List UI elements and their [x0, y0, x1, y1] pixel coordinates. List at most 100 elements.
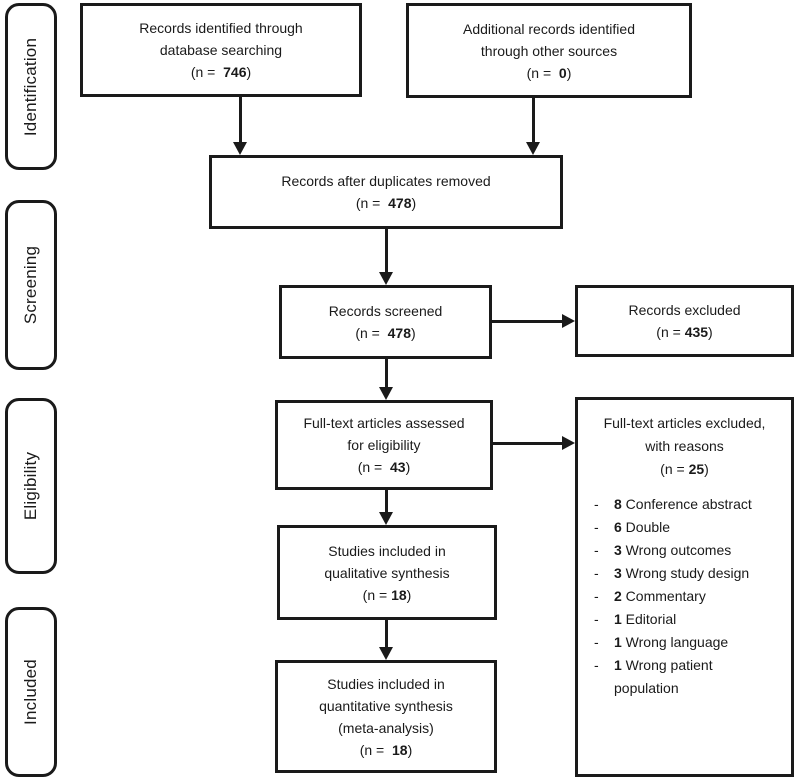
n-value: 478	[387, 325, 411, 341]
box-records-excluded: Records excluded (n = 435)	[575, 285, 794, 357]
box-text-line: Additional records identified	[463, 20, 635, 37]
arrow-head	[379, 272, 393, 285]
reason-label: Wrong study design	[621, 565, 750, 581]
n-count-line: (n = 25)	[578, 458, 791, 481]
reason-label: Editorial	[621, 611, 677, 627]
stage-label-screening: Screening	[21, 245, 41, 325]
reason-label: Wrong outcomes	[621, 542, 732, 558]
reason-label: Wrong patient population	[614, 657, 713, 696]
arrow-fulltext-to-qualitative	[379, 490, 393, 525]
arrow-head	[233, 142, 247, 155]
box-text-line: for eligibility	[347, 437, 421, 453]
reason-label: Commentary	[621, 588, 706, 604]
n-value: 435	[684, 324, 709, 340]
arrow-head	[379, 512, 393, 525]
reason-label: Wrong language	[621, 634, 729, 650]
n-prefix: (n =	[362, 586, 392, 603]
box-text-line: Studies included in	[328, 542, 446, 559]
list-bullet: -	[594, 519, 599, 535]
box-text-line: Studies included in	[327, 675, 445, 692]
arrow-duplicates-to-screened	[379, 229, 393, 285]
reason-count: 6	[614, 519, 622, 535]
reason-count: 3	[614, 565, 622, 581]
box-fulltext-assessed: Full-text articles assessed for eligibil…	[275, 400, 493, 490]
stage-label-included: Included	[21, 659, 40, 725]
list-bullet: -	[594, 657, 599, 673]
n-suffix: )	[410, 325, 416, 341]
reason-text: 3 Wrong study design	[614, 562, 785, 585]
n-suffix: )	[406, 586, 412, 603]
list-item: -8 Conference abstract	[594, 493, 785, 516]
n-suffix: )	[411, 195, 417, 211]
box-records-screened: Records screened (n = 478)	[279, 285, 492, 359]
arrow-shaft	[384, 620, 388, 649]
arrow-screened-to-fulltext	[379, 359, 393, 400]
n-suffix: )	[246, 64, 252, 80]
arrow-shaft	[493, 441, 564, 445]
box-text-line: Records excluded	[628, 302, 741, 318]
n-suffix: )	[708, 324, 713, 340]
n-count-line: (n = 435)	[578, 321, 791, 343]
arrow-shaft	[384, 229, 388, 274]
n-value: 478	[388, 195, 412, 211]
n-prefix: (n =	[357, 459, 391, 475]
box-text-line: through other sources	[480, 42, 618, 59]
n-prefix: (n =	[355, 325, 388, 341]
box-fulltext-excluded-reasons: Full-text articles excluded, with reason…	[575, 397, 794, 777]
reason-count: 1	[614, 657, 622, 673]
reason-count: 1	[614, 634, 622, 650]
n-value: 0	[558, 64, 567, 81]
arrow-shaft	[492, 319, 564, 323]
list-item: -6 Double	[594, 516, 785, 539]
list-bullet: -	[594, 611, 599, 627]
list-item: -1 Editorial	[594, 608, 785, 631]
arrow-head	[526, 142, 540, 155]
reason-text: 1 Wrong patient population	[614, 654, 785, 700]
reason-count: 3	[614, 542, 622, 558]
list-item: -3 Wrong study design	[594, 562, 785, 585]
n-suffix: )	[704, 461, 709, 477]
arrow-database-to-duplicates	[233, 97, 247, 155]
stage-box-screening: Screening	[5, 200, 57, 370]
n-count-line: (n = 18)	[280, 584, 494, 606]
arrow-shaft	[384, 359, 388, 389]
stage-label-eligibility: Eligibility	[21, 451, 40, 521]
arrow-head	[379, 647, 393, 660]
box-text-line: quantitative synthesis	[319, 697, 453, 714]
reason-label: Double	[621, 519, 671, 535]
box-text-line: database searching	[159, 42, 283, 58]
reason-text: 6 Double	[614, 516, 785, 539]
n-count-line: (n = 43)	[278, 456, 490, 478]
n-prefix: (n =	[656, 324, 685, 340]
reason-count: 1	[614, 611, 622, 627]
box-text-line: (meta-analysis)	[338, 719, 434, 736]
reason-text: 8 Conference abstract	[614, 493, 785, 516]
box-quantitative-synthesis: Studies included in quantitative synthes…	[275, 660, 497, 773]
exclusion-reasons-list: -8 Conference abstract -6 Double -3 Wron…	[578, 493, 791, 700]
list-bullet: -	[594, 565, 599, 581]
arrow-shaft	[238, 97, 242, 144]
box-records-identified-database: Records identified through database sear…	[80, 3, 362, 97]
n-count-line: (n = 478)	[282, 322, 489, 344]
arrow-fulltext-to-excluded-reasons	[493, 436, 575, 450]
stage-label-identification: Identification	[21, 37, 41, 136]
reason-count: 2	[614, 588, 622, 604]
list-bullet: -	[594, 496, 599, 512]
box-text-line: Records after duplicates removed	[281, 173, 491, 189]
box-text-line: Records screened	[328, 303, 443, 319]
n-prefix: (n =	[355, 195, 389, 211]
arrow-shaft	[384, 490, 388, 514]
arrow-head	[379, 387, 393, 400]
list-bullet: -	[594, 542, 599, 558]
arrow-screened-to-excluded	[492, 314, 575, 328]
list-bullet: -	[594, 588, 599, 604]
reason-text: 2 Commentary	[614, 585, 785, 608]
arrow-qualitative-to-quantitative	[379, 620, 393, 660]
arrow-shaft	[531, 98, 535, 144]
n-suffix: )	[405, 459, 411, 475]
arrow-other-sources-to-duplicates	[526, 98, 540, 155]
reason-text: 3 Wrong outcomes	[614, 539, 785, 562]
n-count-line: (n = 18)	[278, 739, 494, 761]
n-value: 746	[223, 64, 247, 80]
